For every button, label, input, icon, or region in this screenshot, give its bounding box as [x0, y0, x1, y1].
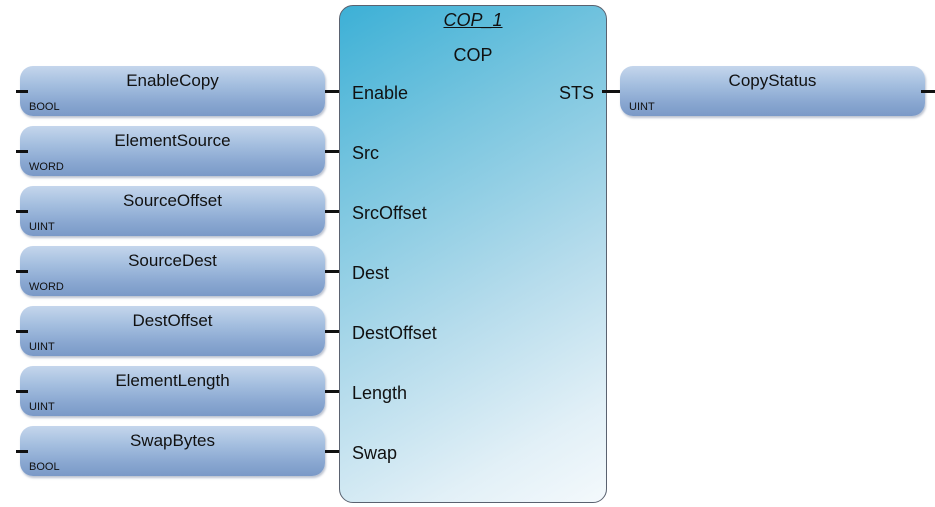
variable-name: ElementSource — [114, 131, 231, 150]
variable-name: DestOffset — [132, 311, 213, 330]
input-wire-dest[interactable] — [325, 270, 345, 273]
input-variable-sourcedest[interactable]: SourceDest WORD — [16, 246, 325, 296]
variable-output-pin[interactable] — [16, 210, 28, 213]
variable-type: BOOL — [29, 461, 60, 473]
input-variable-elementlength[interactable]: ElementLength UINT — [16, 366, 325, 416]
function-block-instance-name: COP_1 — [443, 10, 503, 30]
input-variable-elementsource[interactable]: ElementSource WORD — [16, 126, 325, 176]
input-wire-src[interactable] — [325, 150, 345, 153]
variable-name: SourceOffset — [123, 191, 222, 210]
variable-type: WORD — [29, 281, 64, 293]
input-pin-label-swap: Swap — [352, 443, 398, 463]
input-wire-srcoffset[interactable] — [325, 210, 345, 213]
variable-name: SourceDest — [128, 251, 217, 270]
input-wire-destoffset[interactable] — [325, 330, 345, 333]
variable-output-pin[interactable] — [16, 450, 28, 453]
input-pin-label-length: Length — [352, 383, 408, 403]
variable-output-pin[interactable] — [16, 270, 28, 273]
variable-output-pin[interactable] — [16, 150, 28, 153]
input-variable-enablecopy[interactable]: EnableCopy BOOL — [16, 66, 325, 116]
output-wire-sts[interactable] — [602, 90, 624, 93]
variable-output-pin[interactable] — [921, 90, 935, 93]
output-pin-label-sts: STS — [558, 83, 594, 103]
variable-name: ElementLength — [115, 371, 230, 390]
variable-type: BOOL — [29, 101, 60, 113]
input-variable-swapbytes[interactable]: SwapBytes BOOL — [16, 426, 325, 476]
variable-type: UINT — [629, 101, 655, 113]
variable-type: UINT — [29, 221, 55, 233]
cop-function-block[interactable]: COP_1 COP Enable Src SrcOffset Dest Dest… — [339, 5, 607, 503]
variable-type: WORD — [29, 161, 64, 173]
input-pin-label-dest: Dest — [352, 263, 390, 283]
variable-type: UINT — [29, 341, 55, 353]
variable-name: EnableCopy — [126, 71, 219, 90]
function-block-type-name: COP — [453, 45, 493, 65]
input-pin-label-src: Src — [352, 143, 379, 163]
variable-output-pin[interactable] — [16, 90, 28, 93]
input-wire-swap[interactable] — [325, 450, 345, 453]
input-wire-enable[interactable] — [325, 90, 345, 93]
input-pin-label-enable: Enable — [352, 83, 409, 103]
variable-name: SwapBytes — [129, 431, 216, 450]
variable-output-pin[interactable] — [16, 330, 28, 333]
variable-output-pin[interactable] — [16, 390, 28, 393]
input-variable-destoffset[interactable]: DestOffset UINT — [16, 306, 325, 356]
input-pin-label-destoffset: DestOffset — [352, 323, 437, 343]
output-variable-copystatus[interactable]: CopyStatus UINT — [620, 66, 935, 116]
input-pin-label-srcoffset: SrcOffset — [352, 203, 427, 223]
variable-type: UINT — [29, 401, 55, 413]
input-variable-sourceoffset[interactable]: SourceOffset UINT — [16, 186, 325, 236]
input-wire-length[interactable] — [325, 390, 345, 393]
variable-name: CopyStatus — [728, 71, 817, 90]
